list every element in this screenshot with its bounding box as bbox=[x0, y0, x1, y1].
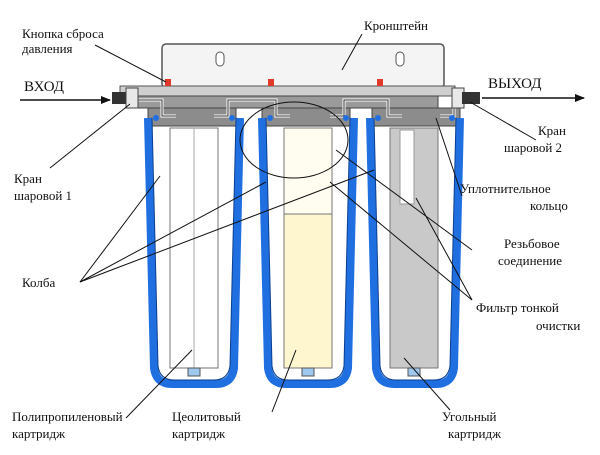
label-fine-filter-l1: Фильтр тонкой bbox=[476, 300, 559, 315]
label-valve-2-l1: Кран bbox=[538, 123, 566, 138]
housing-1 bbox=[144, 117, 244, 388]
bracket bbox=[161, 43, 445, 89]
label-thread-l1: Резьбовое bbox=[504, 236, 560, 251]
label-valve-2-l2: шаровой 2 bbox=[504, 140, 562, 155]
label-zeolite-cartridge-l1: Цеолитовый bbox=[172, 409, 241, 424]
label-pressure-button-l2: давления bbox=[22, 41, 73, 56]
ball-valve-2 bbox=[451, 87, 480, 109]
label-bracket: Кронштейн bbox=[364, 18, 428, 33]
label-fine-filter-l2: очистки bbox=[536, 318, 580, 333]
zeolite-cartridge bbox=[283, 127, 333, 377]
label-valve-1-l1: Кран bbox=[14, 171, 42, 186]
label-pp-cartridge-l1: Полипропиленовый bbox=[12, 409, 123, 424]
carbon-cartridge bbox=[389, 127, 439, 377]
label-outlet: ВЫХОД bbox=[488, 76, 541, 92]
o-rings bbox=[153, 115, 455, 121]
ball-valve-1 bbox=[112, 87, 139, 109]
label-carbon-cartridge-l2: картридж bbox=[448, 426, 502, 441]
housing-2 bbox=[258, 117, 358, 388]
label-thread-l2: соединение bbox=[498, 253, 562, 268]
label-inlet: ВХОД bbox=[24, 79, 64, 95]
leader-lines bbox=[49, 33, 537, 419]
label-carbon-cartridge-l1: Угольный bbox=[442, 409, 497, 424]
housing-3 bbox=[366, 117, 464, 388]
detail-ellipse bbox=[239, 101, 349, 179]
pressure-relief-buttons bbox=[165, 79, 383, 86]
polypropylene-cartridge bbox=[169, 127, 219, 377]
label-o-ring-l1: Уплотнительное bbox=[460, 181, 551, 196]
label-zeolite-cartridge-l2: картридж bbox=[172, 426, 226, 441]
filter-head bbox=[119, 85, 470, 127]
label-pp-cartridge-l2: картридж bbox=[12, 426, 66, 441]
label-valve-1-l2: шаровой 1 bbox=[14, 188, 72, 203]
label-pressure-button-l1: Кнопка сброса bbox=[22, 26, 104, 41]
label-flask: Колба bbox=[22, 275, 55, 290]
label-o-ring-l2: кольцо bbox=[530, 198, 568, 213]
